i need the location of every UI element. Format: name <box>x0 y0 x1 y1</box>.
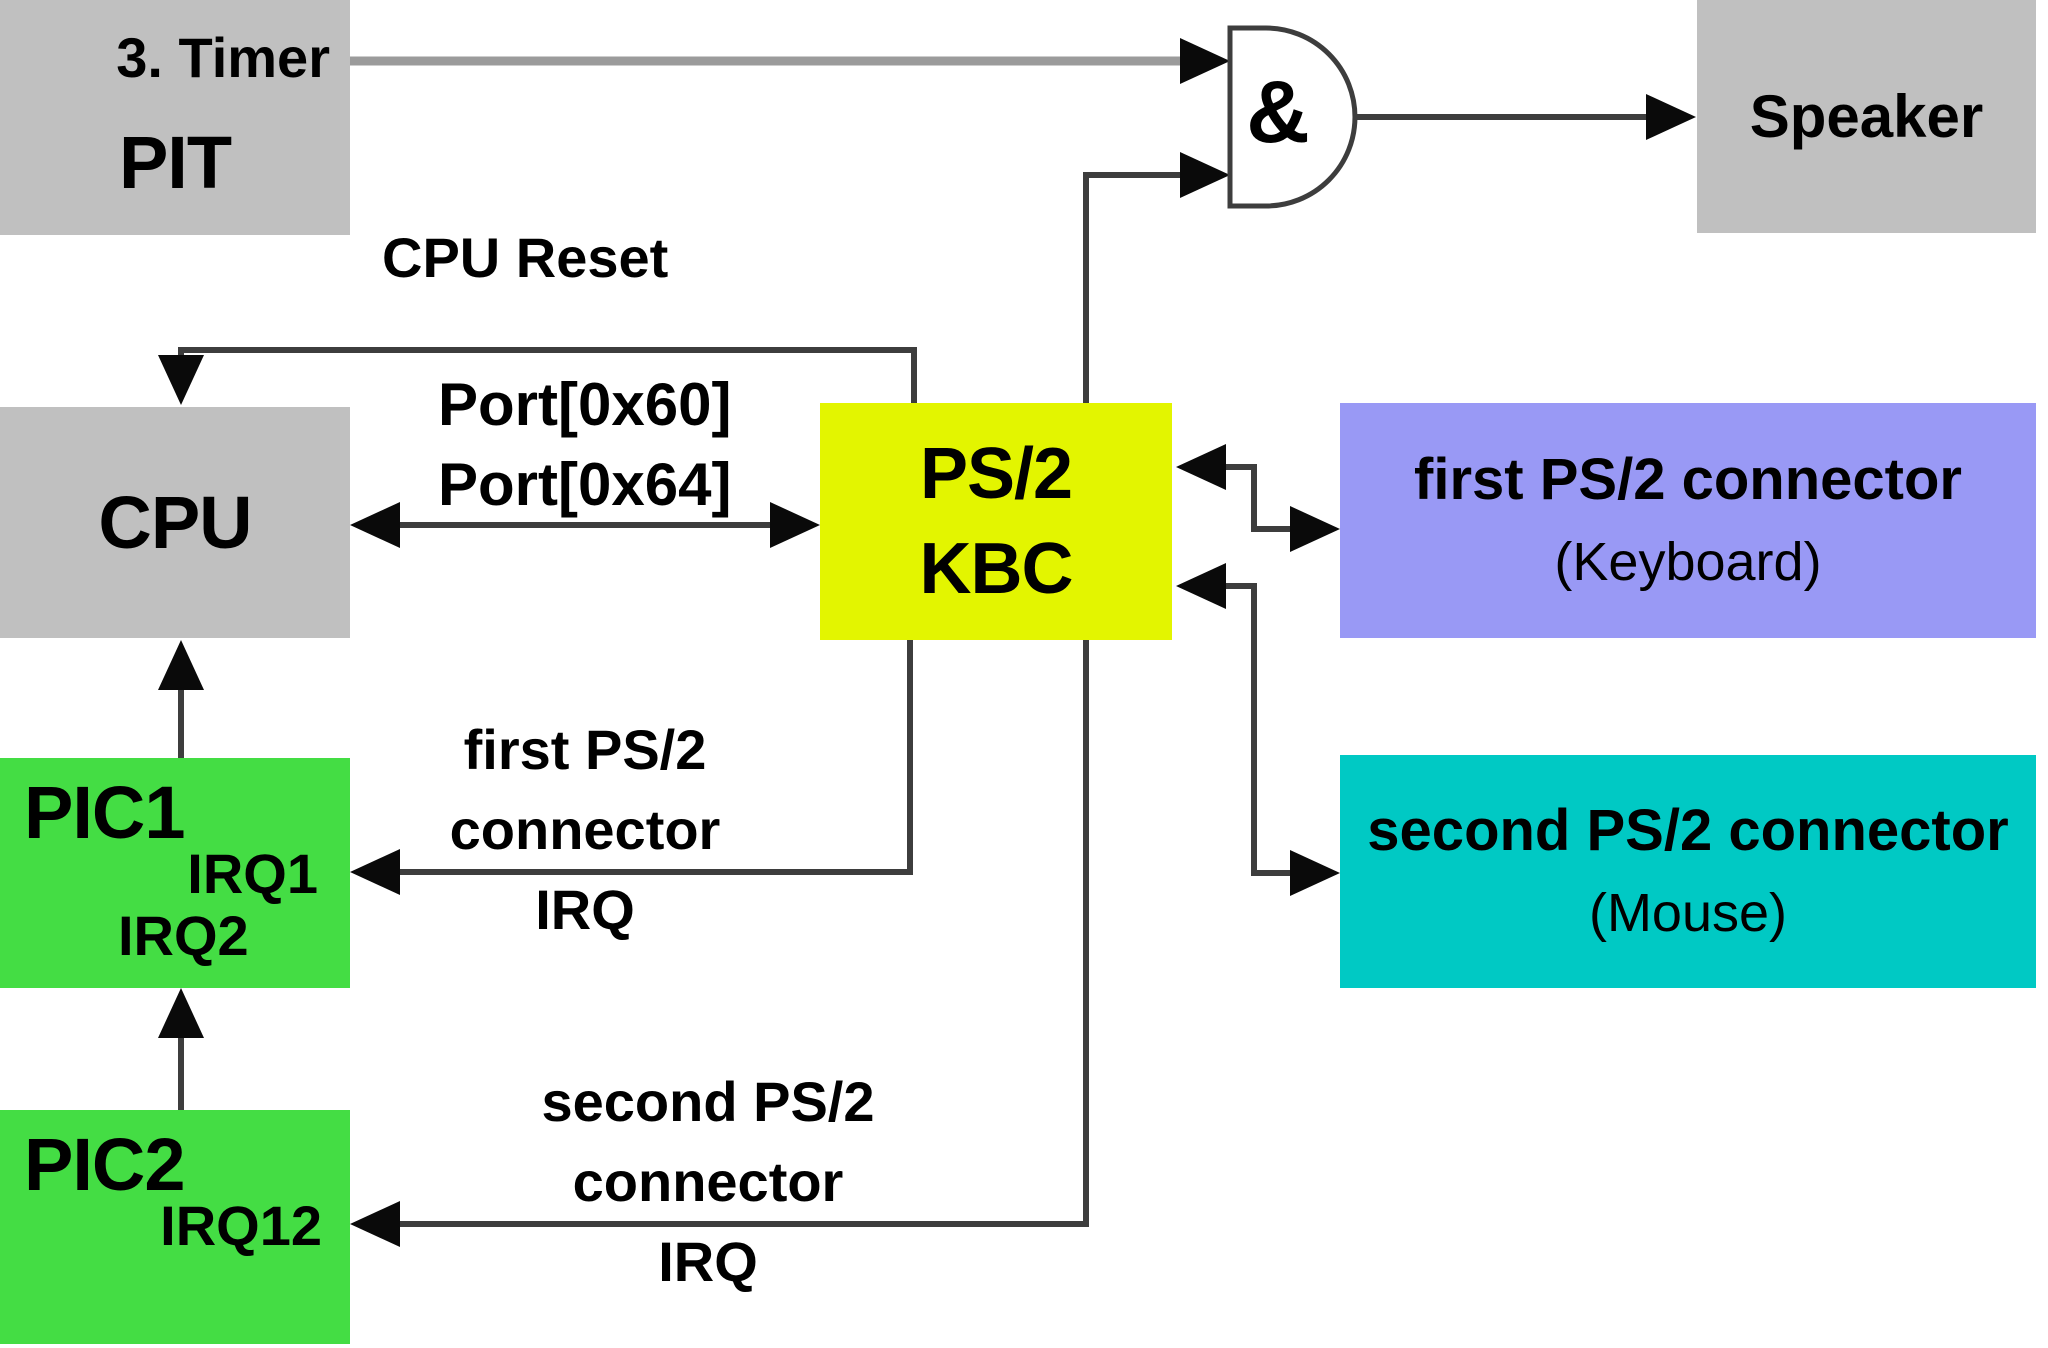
kbc-to-mouse-arrowhead-icon <box>1290 850 1340 896</box>
pic2-label: PIC2 <box>24 1123 186 1206</box>
kbc-to-keyboard-arrowhead-icon <box>1290 506 1340 552</box>
kbc-keyboard-wire <box>1226 464 1292 532</box>
pic2-pic1-arrowhead-icon <box>158 988 204 1038</box>
keyboard-to-kbc-arrowhead-icon <box>1176 444 1226 490</box>
irq12-pin-label: IRQ12 <box>160 1194 322 1257</box>
irq2-pin-label: IRQ2 <box>118 904 249 967</box>
pic2-box: PIC2 IRQ12 <box>0 1110 350 1344</box>
second-irq-label: second PS/2 connector IRQ <box>508 1062 908 1302</box>
second-irq-label-line1: second PS/2 <box>541 1070 875 1133</box>
second-ps2-connector-box: second PS/2 connector (Mouse) <box>1340 755 2036 988</box>
irq1-pin-label: IRQ1 <box>187 842 318 905</box>
cpu-reset-wire <box>178 347 917 403</box>
first-connector-title: first PS/2 connector <box>1414 446 1962 512</box>
port-labels: Port[0x60] Port[0x64] <box>438 365 731 525</box>
pit-label: PIT <box>118 121 232 204</box>
first-irq-label-line1: first PS/2 <box>463 718 707 781</box>
first-ps2-connector-box: first PS/2 connector (Keyboard) <box>1340 403 2036 638</box>
speaker-box: Speaker <box>1697 0 2036 233</box>
first-irq-label-line2: connector <box>449 798 721 861</box>
port-0x64-label: Port[0x64] <box>438 451 732 518</box>
mouse-to-kbc-arrowhead-icon <box>1176 563 1226 609</box>
timer-pin-label: 3. Timer <box>116 26 330 89</box>
first-irq-wire <box>400 640 913 875</box>
timer-gate-arrowhead-icon <box>1180 38 1230 84</box>
port-bus-left-arrowhead-icon <box>350 502 400 548</box>
cpu-reset-label: CPU Reset <box>382 226 669 289</box>
pic1-label: PIC1 <box>24 771 186 854</box>
kbc-to-gate-wire <box>1083 172 1182 403</box>
second-connector-title: second PS/2 connector <box>1367 797 2009 863</box>
port-bus-right-arrowhead-icon <box>770 502 820 548</box>
second-connector-subtitle: (Mouse) <box>1588 882 1788 943</box>
cpu-box: CPU <box>0 407 350 638</box>
speaker-arrowhead-icon <box>1646 94 1696 140</box>
first-connector-subtitle: (Keyboard) <box>1554 531 1822 592</box>
irq1-arrowhead-icon <box>350 849 400 895</box>
pit-box: 3. Timer PIT <box>0 0 350 235</box>
port-0x60-label: Port[0x60] <box>438 371 732 438</box>
second-irq-label-line3: IRQ <box>658 1230 758 1293</box>
first-irq-label-line3: IRQ <box>535 878 635 941</box>
and-gate-symbol: & <box>1246 62 1310 161</box>
pic1-cpu-arrowhead-icon <box>158 640 204 690</box>
first-irq-label: first PS/2 connector IRQ <box>385 710 785 950</box>
second-irq-label-line2: connector <box>572 1150 844 1213</box>
kbc-label-line2: KBC <box>919 528 1074 609</box>
kbc-box: PS/2 KBC <box>820 403 1172 640</box>
speaker-label: Speaker <box>1749 83 1984 150</box>
kbc-gate-arrowhead-icon <box>1180 152 1230 198</box>
kbc-label-line1: PS/2 <box>919 433 1073 514</box>
second-irq-wire <box>400 640 1089 1227</box>
kbc-mouse-wire <box>1226 583 1292 876</box>
pic1-box: PIC1 IRQ1 IRQ2 <box>0 758 350 988</box>
and-gate-icon <box>1227 25 1358 209</box>
cpu-label: CPU <box>98 480 252 564</box>
irq12-arrowhead-icon <box>350 1201 400 1247</box>
cpu-reset-arrowhead-icon <box>158 355 204 405</box>
